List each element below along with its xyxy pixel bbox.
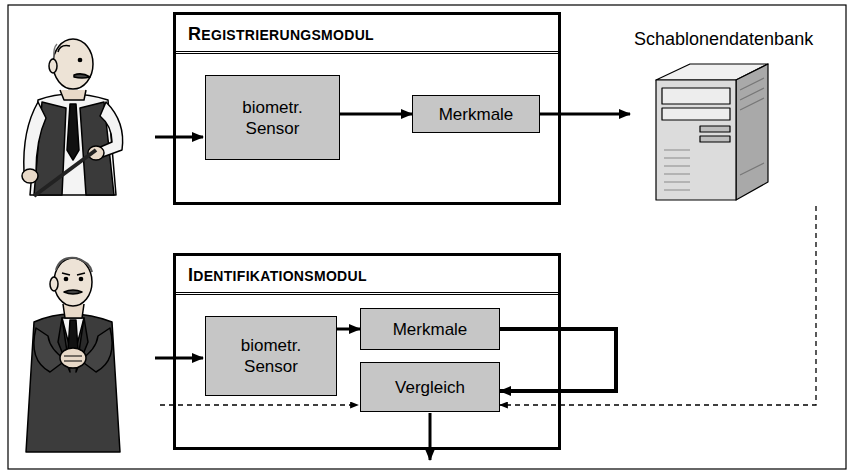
module-box: REGISTRIERUNGSMODUL biometr. Sensor Merkma… [173,12,561,205]
input-arrow [155,357,203,360]
box-label: Schablonendatenbank [630,26,849,52]
flow-arrow [337,328,360,331]
person-figure [22,39,123,196]
output-arrow [429,413,432,460]
input-arrow [155,136,203,139]
box-label: biometr. Sensor [227,97,319,139]
flow-arrow [540,113,630,116]
module-title: REGISTRIERUNGSMODUL [176,15,558,54]
sensor-box: biometr. Sensor [205,316,337,396]
figure-frame [8,5,846,469]
module-box: IDENTIFIKATIONSMODUL biometr. Sensor Merkm… [173,253,561,450]
box-label: Merkmale [439,104,514,125]
template-lookup-line [500,206,816,405]
compare-box: Vergleich [360,362,500,412]
claimed-identity-line [160,404,358,405]
feature-box: Merkmale [360,308,500,350]
box-label: Vergleich [395,377,465,398]
person-figure [26,258,120,452]
box-label: biometr. Sensor [225,335,317,377]
flow-arrow [340,113,412,116]
feature-box: Merkmale [412,95,540,133]
module-title: IDENTIFIKATIONSMODUL [176,256,558,295]
flow-arrow [500,329,616,391]
server-icon [656,64,768,200]
box-label: Merkmale [393,319,468,340]
database-node: Schablonendatenbank [630,26,849,206]
sensor-box: biometr. Sensor [205,75,340,160]
